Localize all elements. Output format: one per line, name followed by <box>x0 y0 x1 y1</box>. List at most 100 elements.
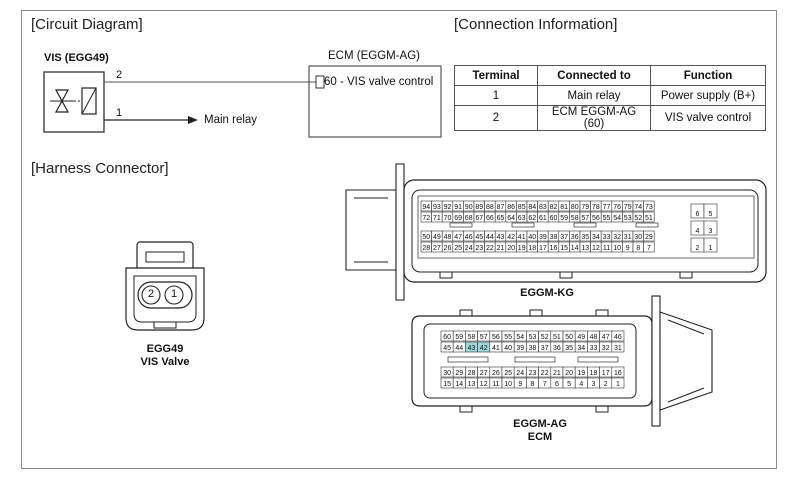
pin-number: 37 <box>541 345 549 352</box>
pin-number: 63 <box>518 215 526 222</box>
pin-number: 54 <box>613 215 621 222</box>
pin-number: 8 <box>531 381 535 388</box>
pin-number: 45 <box>443 345 451 352</box>
pin-number: 32 <box>602 345 610 352</box>
pin-number: 12 <box>480 381 488 388</box>
pin-number: 21 <box>553 370 561 377</box>
kg-label: EGGM-KG <box>520 287 574 299</box>
pin-number: 10 <box>613 245 621 252</box>
pin-number: 9 <box>518 381 522 388</box>
pin-number: 7 <box>543 381 547 388</box>
pin-cell <box>643 200 655 212</box>
pin-number: 20 <box>565 370 573 377</box>
egg49-pin2-label: 2 <box>147 288 155 300</box>
pin-number: 34 <box>577 345 585 352</box>
kg-key-slot <box>449 222 473 228</box>
ag-key-slot <box>514 356 556 363</box>
pin-cell <box>703 203 718 219</box>
pin-number: 21 <box>497 245 505 252</box>
pin-number: 66 <box>486 215 494 222</box>
ag-label: EGGM-AG <box>513 418 567 430</box>
pin-number: 22 <box>541 370 549 377</box>
pin-number: 52 <box>634 215 642 222</box>
ag-key-slot <box>577 356 619 363</box>
pin-number: 48 <box>590 334 598 341</box>
pin-number: 34 <box>592 234 600 241</box>
pin-number: 35 <box>581 234 589 241</box>
pin-number: 27 <box>480 370 488 377</box>
pin-number: 83 <box>539 204 547 211</box>
section-harness-title: [Harness Connector] <box>31 160 169 177</box>
pin-number: 68 <box>465 215 473 222</box>
pin-number: 60 <box>550 215 558 222</box>
header-connected-to: Connected to <box>537 65 651 86</box>
pin-number: 2 <box>696 245 700 252</box>
pin-number: 57 <box>480 334 488 341</box>
pin-number: 38 <box>550 234 558 241</box>
pin-number: 87 <box>497 204 505 211</box>
pin-number: 58 <box>571 215 579 222</box>
pin-number: 85 <box>518 204 526 211</box>
pin-number: 26 <box>444 245 452 252</box>
pin-number: 65 <box>497 215 505 222</box>
pin-number: 24 <box>465 245 473 252</box>
pin-number: 60 <box>443 334 451 341</box>
cell-connected-to: ECM EGGM-AG (60) <box>537 105 651 131</box>
pin-number: 10 <box>504 381 512 388</box>
pin-number: 24 <box>516 370 524 377</box>
pin-number: 43 <box>468 345 476 352</box>
pin-number: 49 <box>433 234 441 241</box>
pin-number: 42 <box>507 234 515 241</box>
pin-number: 5 <box>709 211 713 218</box>
pin-number: 41 <box>492 345 500 352</box>
pin-number: 4 <box>579 381 583 388</box>
pin-number: 46 <box>465 234 473 241</box>
ecm-label: ECM (EGGM-AG) <box>328 50 420 62</box>
pin-number: 13 <box>581 245 589 252</box>
pin-number: 86 <box>507 204 515 211</box>
ecm-pin-label: 60 - VIS valve control <box>324 76 434 88</box>
pin-number: 59 <box>560 215 568 222</box>
pin-number: 74 <box>634 204 642 211</box>
pin-number: 25 <box>504 370 512 377</box>
pin-cell <box>643 211 655 223</box>
pin-number: 69 <box>454 215 462 222</box>
egg49-pin1-label: 1 <box>170 288 178 300</box>
pin-number: 43 <box>497 234 505 241</box>
pin-number: 57 <box>581 215 589 222</box>
connection-table: Terminal Connected to Function 1 Main re… <box>454 65 766 131</box>
pin-number: 56 <box>592 215 600 222</box>
pin-number: 39 <box>539 234 547 241</box>
pin-number: 23 <box>529 370 537 377</box>
pin-number: 33 <box>590 345 598 352</box>
pin-number: 11 <box>492 381 499 388</box>
pin-number: 92 <box>444 204 452 211</box>
pin-cell <box>703 220 718 236</box>
section-circuit-title: [Circuit Diagram] <box>31 16 143 33</box>
pin-number: 47 <box>454 234 462 241</box>
pin-number: 11 <box>603 245 610 252</box>
pin-number: 16 <box>550 245 558 252</box>
pin-number: 49 <box>577 334 585 341</box>
ecm-box <box>308 65 442 138</box>
pin-number: 6 <box>696 211 700 218</box>
pin-number: 12 <box>592 245 600 252</box>
pin-number: 8 <box>636 245 640 252</box>
pin-number: 13 <box>468 381 476 388</box>
pin1-label: 1 <box>116 107 123 119</box>
pin-number: 67 <box>475 215 483 222</box>
pin-number: 45 <box>475 234 483 241</box>
pin-number: 3 <box>592 381 596 388</box>
pin-number: 4 <box>696 228 700 235</box>
pin-number: 89 <box>475 204 483 211</box>
pin-number: 31 <box>614 345 622 352</box>
pin-number: 18 <box>528 245 536 252</box>
pin-number: 88 <box>486 204 494 211</box>
ag-label-ecm: ECM <box>527 431 553 443</box>
pin-number: 53 <box>624 215 632 222</box>
egg49-desc: VIS Valve <box>140 356 190 368</box>
egg49-name: EGG49 <box>146 343 184 355</box>
pin-number: 78 <box>592 204 600 211</box>
